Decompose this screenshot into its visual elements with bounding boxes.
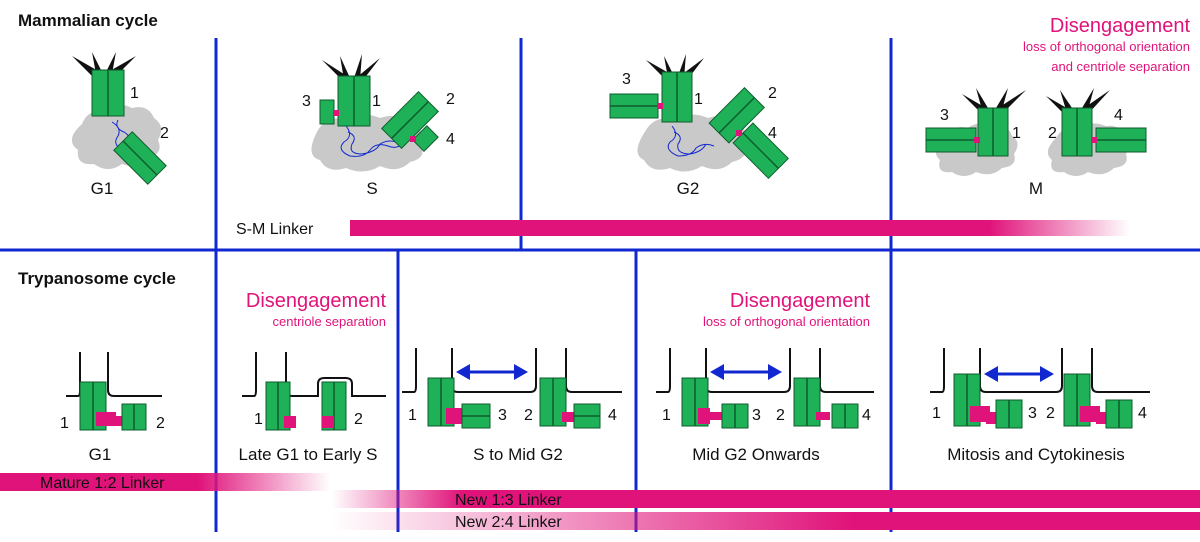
tryp-mitosis-illustration: 1 3 2 4: [930, 348, 1150, 429]
tryp-disengagement-2-title: Disengagement: [730, 290, 871, 312]
linker-rod: [333, 110, 339, 116]
label-3: 3: [498, 407, 507, 424]
linker-rod: [114, 416, 128, 426]
arrowhead-left-icon: [710, 364, 724, 380]
label-4: 4: [1114, 107, 1123, 124]
arrowhead-left-icon: [456, 364, 470, 380]
linker-rod: [1096, 412, 1108, 424]
sm-linker-label: S-M Linker: [236, 221, 314, 238]
label-3: 3: [302, 93, 311, 110]
arrowhead-left-icon: [984, 366, 998, 382]
linker-rod: [322, 416, 334, 428]
tryp-stage-mid-g2-onwards: Mid G2 Onwards: [692, 445, 820, 464]
label-1: 1: [932, 405, 941, 422]
sm-linker-bar: [350, 220, 1130, 236]
mammalian-stage-g1: G1: [91, 179, 114, 198]
linker-rod: [562, 412, 576, 422]
label-4: 4: [768, 125, 777, 142]
linker-rod: [446, 408, 464, 424]
tryp-disengagement-1-sub: centriole separation: [273, 314, 386, 329]
label-3: 3: [1028, 405, 1037, 422]
label-3: 3: [752, 407, 761, 424]
appendages-icon: [72, 52, 136, 80]
label-4: 4: [608, 407, 617, 424]
tryp-stage-g1: G1: [89, 445, 112, 464]
label-1: 1: [130, 85, 139, 102]
mammalian-m-illustration: 3 1 2 4: [925, 88, 1147, 176]
linker-rod: [816, 412, 830, 420]
linker-rod: [1091, 137, 1097, 143]
mammalian-disengagement-line2: and centriole separation: [1051, 59, 1190, 74]
arrowhead-right-icon: [768, 364, 782, 380]
mammalian-g1-illustration: 1 2: [71, 52, 169, 185]
mammalian-cycle-title: Mammalian cycle: [18, 11, 158, 30]
mammalian-stage-m: M: [1029, 179, 1043, 198]
tryp-mid-g2-illustration: 1 3 2 4: [656, 348, 874, 429]
label-4: 4: [1138, 405, 1147, 422]
linker-rod: [986, 412, 998, 424]
label-2: 2: [160, 125, 169, 142]
mammalian-disengagement-title: Disengagement: [1050, 15, 1191, 37]
tryp-stage-mitosis: Mitosis and Cytokinesis: [947, 445, 1125, 464]
label-2: 2: [156, 415, 165, 432]
linker-rod: [970, 406, 990, 422]
tryp-stage-s-mid-g2: S to Mid G2: [473, 445, 563, 464]
label-1: 1: [60, 415, 69, 432]
label-1: 1: [254, 411, 263, 428]
label-2: 2: [1046, 405, 1055, 422]
centriole-4: [411, 125, 439, 153]
linker-rod: [410, 136, 416, 142]
new-13-linker-label: New 1:3 Linker: [455, 492, 562, 509]
fibers: [340, 125, 405, 157]
linker-rod: [698, 408, 710, 424]
label-1: 1: [662, 407, 671, 424]
label-3: 3: [940, 107, 949, 124]
centriole-3: [319, 99, 335, 125]
tryp-s-mid-g2-illustration: 1 3 2 4: [402, 348, 622, 429]
label-4: 4: [446, 131, 455, 148]
label-2: 2: [354, 411, 363, 428]
label-2: 2: [776, 407, 785, 424]
label-1: 1: [408, 407, 417, 424]
label-1: 1: [372, 93, 381, 110]
mammalian-stage-s: S: [366, 179, 377, 198]
tryp-disengagement-2-sub: loss of orthogonal orientation: [703, 314, 870, 329]
label-2: 2: [446, 91, 455, 108]
label-1: 1: [1012, 125, 1021, 142]
mammalian-s-illustration: 3 1 2 4: [302, 54, 455, 172]
label-2: 2: [768, 85, 777, 102]
tryp-stage-late-g1: Late G1 to Early S: [239, 445, 378, 464]
flagellar-pocket: [242, 352, 386, 397]
tryp-disengagement-1-title: Disengagement: [246, 290, 387, 312]
new-24-linker-bar: [332, 512, 1200, 530]
linker-rod: [736, 130, 742, 136]
mature-12-linker-label: Mature 1:2 Linker: [40, 475, 165, 492]
linker-rod: [974, 137, 980, 143]
arrowhead-right-icon: [1040, 366, 1054, 382]
arrowhead-right-icon: [514, 364, 528, 380]
trypanosome-cycle-title: Trypanosome cycle: [18, 269, 176, 288]
label-1: 1: [694, 91, 703, 108]
mammalian-stage-g2: G2: [677, 179, 700, 198]
tryp-late-g1-illustration: 1 2: [242, 352, 386, 431]
label-2: 2: [524, 407, 533, 424]
tryp-g1-illustration: 1 2: [60, 352, 165, 432]
linker-rod: [284, 416, 296, 428]
linker-rod: [657, 103, 663, 109]
label-2: 2: [1048, 125, 1057, 142]
linker-rod: [708, 412, 722, 420]
mature-12-linker-bar: [0, 473, 330, 491]
linker-rod: [96, 412, 116, 426]
new-24-linker-label: New 2:4 Linker: [455, 514, 562, 531]
mammalian-disengagement-line1: loss of orthogonal orientation: [1023, 39, 1190, 54]
label-4: 4: [862, 407, 871, 424]
label-3: 3: [622, 71, 631, 88]
mammalian-g2-illustration: 3 1 2 4: [609, 54, 789, 179]
linker-rod: [1080, 406, 1100, 422]
fibers: [667, 125, 715, 157]
new-13-linker-bar: [332, 490, 1200, 508]
